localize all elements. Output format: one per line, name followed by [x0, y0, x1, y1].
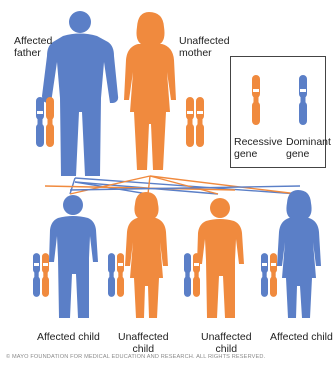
copyright-notice: © MAYO FOUNDATION FOR MEDICAL EDUCATION … — [6, 354, 265, 360]
father-chromosomes — [37, 98, 54, 147]
child1-chromosomes — [33, 254, 48, 297]
mother-figure — [124, 12, 176, 170]
father-figure — [42, 11, 118, 176]
recessive-gene-label: Recessive gene — [234, 137, 282, 160]
child2-figure — [125, 192, 168, 318]
dominant-gene-label: Dominant gene — [286, 137, 331, 160]
child2-label: Unaffected child — [118, 332, 169, 355]
mother-gene-band-1 — [187, 111, 193, 114]
child2-chromosomes — [108, 254, 123, 297]
mother-chromosomes — [187, 98, 204, 147]
child3-label: Unaffected child — [201, 332, 252, 355]
mother-gene-band-2 — [197, 111, 203, 114]
father-gene-band — [37, 111, 43, 114]
child3-chromosomes — [184, 254, 199, 297]
mother-label: Unaffected mother — [179, 36, 230, 59]
inheritance-lines — [45, 176, 300, 194]
child4-label: Affected child — [270, 332, 333, 344]
child4-chromosomes — [261, 254, 276, 297]
child1-figure — [49, 195, 98, 318]
child1-label: Affected child — [37, 332, 100, 344]
child4-figure — [277, 190, 321, 318]
child3-figure — [197, 198, 244, 318]
father-label: Affected father — [14, 36, 52, 59]
mother-line-child2 — [148, 176, 150, 194]
